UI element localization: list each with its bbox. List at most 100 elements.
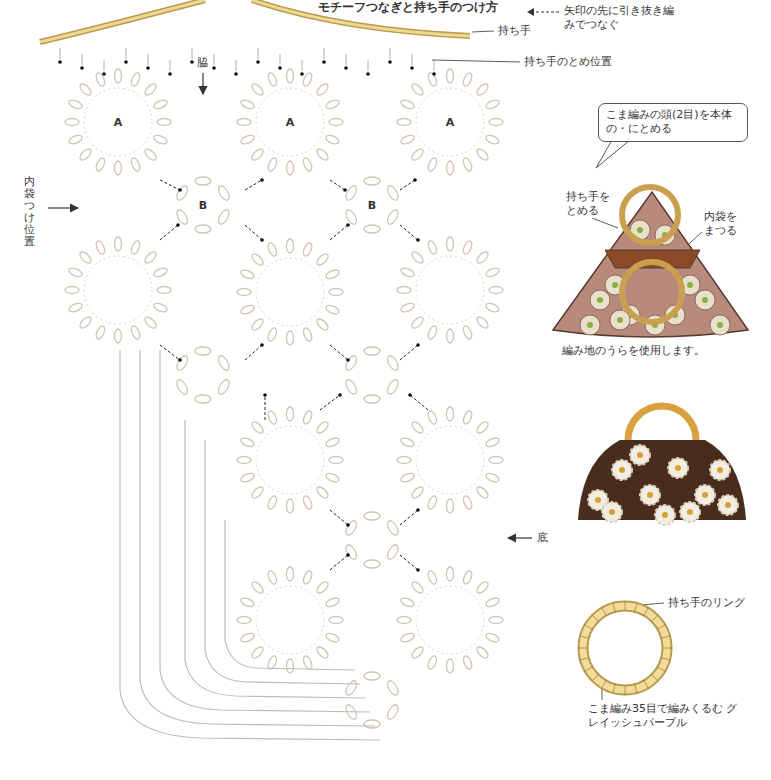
petal <box>325 632 341 644</box>
petal <box>475 485 490 500</box>
petal <box>287 69 294 83</box>
petal <box>447 237 454 251</box>
join-dot <box>146 66 150 70</box>
petal <box>475 420 490 435</box>
handle-arc <box>40 0 205 42</box>
petal <box>344 519 359 537</box>
join-dot <box>300 72 304 76</box>
petal <box>447 659 454 673</box>
petal <box>302 655 314 671</box>
petal <box>426 72 438 88</box>
petal <box>240 596 256 608</box>
petal <box>329 457 343 464</box>
join-dot <box>260 178 264 182</box>
stitch-tick <box>584 667 593 672</box>
callout-text: こま編みの頭(2目)を本体の・にとめる <box>606 108 740 137</box>
chain-line <box>148 54 149 65</box>
photo-flower <box>640 485 660 505</box>
petal <box>489 119 503 126</box>
petal <box>250 420 265 435</box>
petal <box>94 325 106 341</box>
join-line <box>400 180 415 190</box>
chain-line <box>126 48 127 59</box>
petal <box>364 512 380 520</box>
petal <box>344 378 359 396</box>
join-line <box>400 510 418 525</box>
pointer-arrow <box>508 537 532 538</box>
petal <box>175 354 190 372</box>
join-line <box>330 510 348 525</box>
stitch-tick <box>578 648 588 649</box>
join-dot <box>416 568 420 572</box>
petal <box>157 287 171 294</box>
join-dot <box>124 60 128 64</box>
motif-label: A <box>439 111 461 133</box>
petal <box>266 327 278 343</box>
stitch-tick <box>644 607 649 616</box>
join-line <box>245 345 262 360</box>
join-line <box>410 395 428 410</box>
petal <box>175 184 190 202</box>
chain-line <box>104 60 105 71</box>
join-dot <box>102 72 106 76</box>
petal <box>364 347 380 355</box>
petal <box>364 720 380 728</box>
chain-line <box>368 60 369 71</box>
chart-title: モチーフつなぎと持ち手のつけ方 <box>318 0 498 15</box>
petal <box>94 240 106 256</box>
petal <box>329 617 343 624</box>
petal <box>68 302 84 314</box>
motif-label: B <box>361 194 383 216</box>
bag-motif <box>695 290 715 310</box>
join-dot <box>260 238 264 242</box>
bag-motif-centre <box>587 322 593 328</box>
join-line <box>400 345 418 360</box>
annotation-label: 持ち手のとめ位置 <box>524 55 612 69</box>
photo-flower-centre <box>637 452 643 458</box>
petal <box>250 645 265 660</box>
photo-flower-centre <box>647 492 653 498</box>
petal <box>237 119 251 126</box>
petal <box>475 250 490 265</box>
join-line <box>160 225 178 240</box>
chain-line <box>412 54 413 65</box>
petal <box>426 655 438 671</box>
petal <box>426 570 438 586</box>
join-dot <box>260 343 264 347</box>
annotation-label: こま編み35目で編みくるむ グレイッシュパープル <box>588 702 738 730</box>
photo-flower <box>630 445 650 465</box>
petal <box>385 378 400 396</box>
petal <box>385 184 400 202</box>
stitch-tick <box>584 625 593 630</box>
petal <box>240 632 256 644</box>
petal <box>462 410 474 426</box>
annotation-label: 内袋つけ位置 <box>24 176 35 249</box>
petal <box>315 420 330 435</box>
petal <box>237 457 251 464</box>
bag-illustration <box>553 187 748 337</box>
join-dot <box>178 358 182 362</box>
photo-flower-centre <box>595 497 601 503</box>
join-dot <box>278 66 282 70</box>
stitch-ring <box>416 426 484 494</box>
petal <box>287 567 294 581</box>
petal <box>344 184 359 202</box>
join-line <box>320 395 340 410</box>
join-line <box>160 345 180 360</box>
petal <box>447 329 454 343</box>
petal <box>364 225 380 233</box>
petal <box>65 119 79 126</box>
join-dot <box>322 60 326 64</box>
petal <box>68 134 84 146</box>
motif-letter: A <box>114 116 123 129</box>
chain-line <box>170 60 171 71</box>
petal <box>302 327 314 343</box>
photo-flower-centre <box>687 509 693 515</box>
stitch-tick <box>651 615 658 622</box>
petal <box>485 632 501 644</box>
stitch-tick <box>662 648 672 649</box>
petal <box>240 98 256 110</box>
petal <box>250 485 265 500</box>
annotation-label: 持ち手をとめる <box>566 190 614 218</box>
petal <box>344 679 359 697</box>
